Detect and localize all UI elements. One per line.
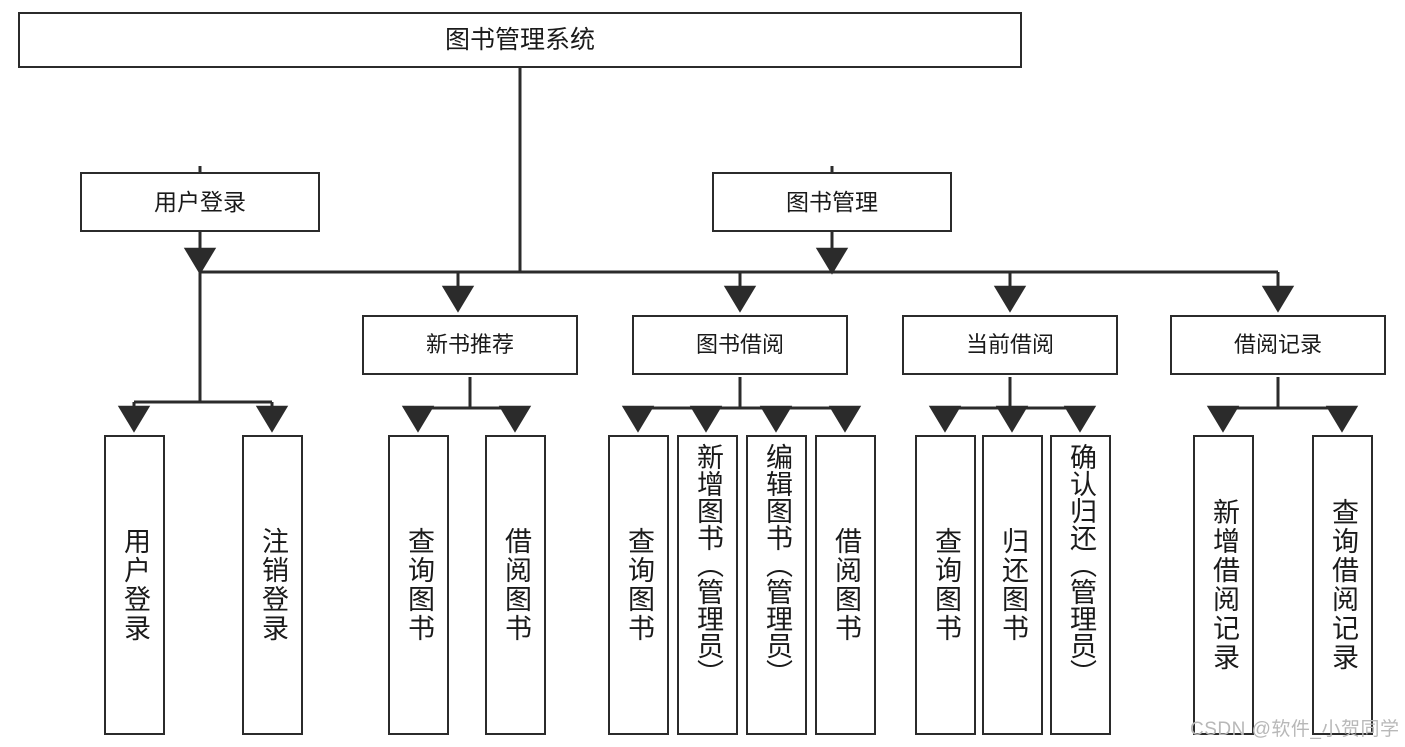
node-book-borrow-label: 图书借阅 <box>695 332 784 357</box>
node-leaf-confirm-return-admin[interactable]: 确认归还（管理员） <box>1050 435 1111 735</box>
node-leaf-return-book[interactable]: 归还图书 <box>982 435 1043 735</box>
node-leaf-query-book-3-label: 查询图书 <box>931 527 961 643</box>
node-leaf-confirm-return-admin-label: 确认归还（管理员） <box>1066 443 1096 686</box>
node-leaf-query-book-1[interactable]: 查询图书 <box>388 435 449 735</box>
node-leaf-borrow-book-2[interactable]: 借阅图书 <box>815 435 876 735</box>
node-leaf-query-borrow-record[interactable]: 查询借阅记录 <box>1312 435 1373 735</box>
node-current-borrow-label: 当前借阅 <box>965 332 1054 357</box>
node-book-manage[interactable]: 图书管理 <box>712 172 952 232</box>
node-root[interactable]: 图书管理系统 <box>18 12 1022 68</box>
node-leaf-logout-login[interactable]: 注销登录 <box>242 435 303 735</box>
node-user-login-label: 用户登录 <box>154 188 246 215</box>
node-leaf-query-book-1-label: 查询图书 <box>404 527 434 643</box>
node-leaf-logout-login-label: 注销登录 <box>258 527 288 643</box>
node-leaf-query-book-3[interactable]: 查询图书 <box>915 435 976 735</box>
node-leaf-add-borrow-record[interactable]: 新增借阅记录 <box>1193 435 1254 735</box>
node-borrow-record-label: 借阅记录 <box>1233 332 1322 357</box>
node-current-borrow[interactable]: 当前借阅 <box>902 315 1118 375</box>
node-leaf-edit-book-admin[interactable]: 编辑图书（管理员） <box>746 435 807 735</box>
node-leaf-return-book-label: 归还图书 <box>998 527 1028 643</box>
node-book-manage-label: 图书管理 <box>786 188 878 215</box>
node-new-book-recommend[interactable]: 新书推荐 <box>362 315 578 375</box>
node-leaf-add-book-admin[interactable]: 新增图书（管理员） <box>677 435 738 735</box>
node-leaf-query-book-2[interactable]: 查询图书 <box>608 435 669 735</box>
node-leaf-borrow-book-1[interactable]: 借阅图书 <box>485 435 546 735</box>
node-book-borrow[interactable]: 图书借阅 <box>632 315 848 375</box>
node-leaf-user-login-label: 用户登录 <box>120 527 150 643</box>
node-leaf-borrow-book-2-label: 借阅图书 <box>831 527 861 643</box>
node-root-label: 图书管理系统 <box>444 25 595 54</box>
node-leaf-query-borrow-record-label: 查询借阅记录 <box>1328 498 1358 672</box>
watermark: CSDN @软件_小贺同学 <box>1190 719 1400 740</box>
node-leaf-query-book-2-label: 查询图书 <box>624 527 654 643</box>
node-leaf-borrow-book-1-label: 借阅图书 <box>501 527 531 643</box>
node-leaf-edit-book-admin-label: 编辑图书（管理员） <box>762 443 792 686</box>
node-user-login[interactable]: 用户登录 <box>80 172 320 232</box>
node-borrow-record[interactable]: 借阅记录 <box>1170 315 1386 375</box>
node-leaf-user-login[interactable]: 用户登录 <box>104 435 165 735</box>
node-new-book-recommend-label: 新书推荐 <box>425 332 514 357</box>
node-leaf-add-borrow-record-label: 新增借阅记录 <box>1209 498 1239 672</box>
node-leaf-add-book-admin-label: 新增图书（管理员） <box>693 443 723 686</box>
